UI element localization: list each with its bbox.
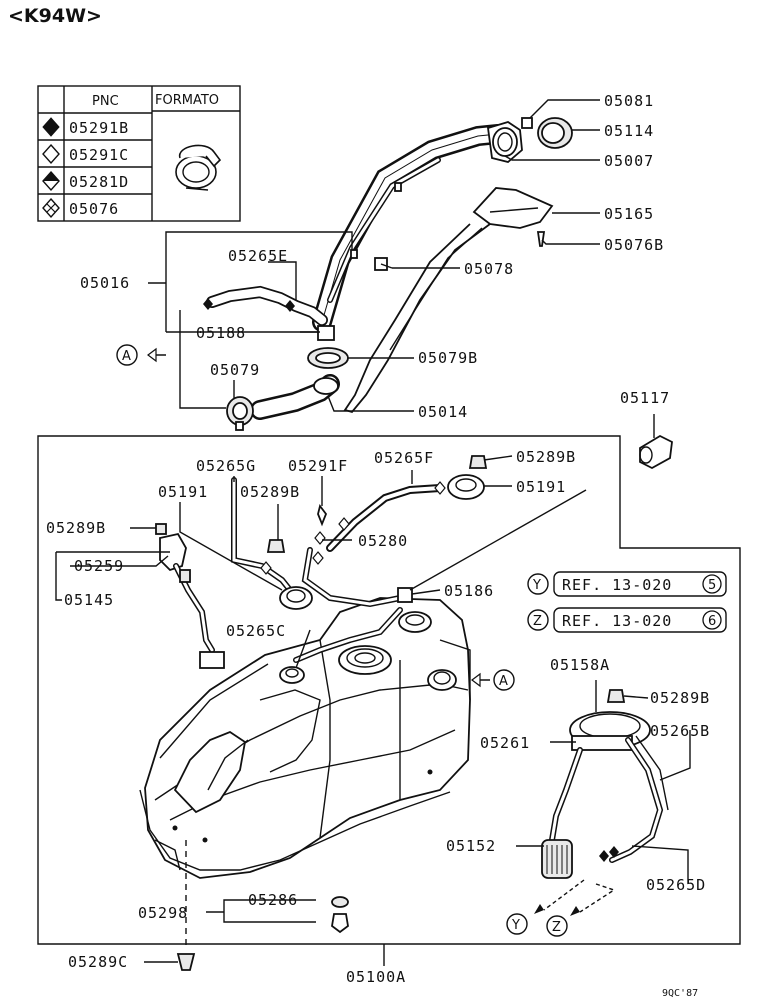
legend-col-format: FORMATO — [155, 93, 219, 108]
legend-table: PNC FORMATO 05291B 05291C 05281D 05076 — [37, 85, 241, 222]
label-05165: 05165 — [604, 205, 654, 223]
legend-row-4-pnc: 05076 — [69, 200, 119, 218]
label-05265F: 05265F — [374, 449, 434, 467]
label-05114: 05114 — [604, 122, 654, 140]
fuel-pump-assembly — [534, 689, 669, 916]
label-05289C: 05289C — [68, 953, 128, 971]
fuel-tank — [139, 597, 471, 879]
label-05280: 05280 — [358, 532, 408, 550]
legend-row-1-pnc: 05291B — [69, 119, 129, 137]
svg-text:A: A — [499, 674, 508, 689]
label-05289B-top: 05289B — [516, 448, 576, 466]
svg-text:Z: Z — [552, 920, 561, 935]
label-05191-right: 05191 — [516, 478, 566, 496]
fuel-gauge-unit — [155, 523, 225, 669]
legend-col-pnc: PNC — [92, 94, 119, 109]
label-05191-left: 05191 — [158, 483, 208, 501]
label-05261: 05261 — [480, 734, 530, 752]
label-05079: 05079 — [210, 361, 260, 379]
label-05014: 05014 — [418, 403, 468, 421]
label-05078: 05078 — [464, 260, 514, 278]
label-05286: 05286 — [248, 891, 298, 909]
hose-clamp-illustration — [175, 144, 222, 191]
marker-a-top: A — [116, 344, 138, 366]
label-05265C: 05265C — [226, 622, 286, 640]
label-05188: 05188 — [196, 324, 246, 342]
svg-text:5: 5 — [708, 578, 716, 593]
legend-row-3-pnc: 05281D — [69, 173, 129, 191]
label-05289B-right: 05289B — [650, 689, 710, 707]
label-05145: 05145 — [64, 591, 114, 609]
model-code: <K94W> — [8, 5, 102, 27]
bracket-05016 — [165, 231, 353, 332]
filler-neck-assembly — [203, 117, 573, 431]
svg-text:Z: Z — [533, 614, 542, 629]
label-05152: 05152 — [446, 837, 496, 855]
filled-diamond-icon — [42, 117, 60, 137]
label-05007: 05007 — [604, 152, 654, 170]
fasteners — [176, 840, 349, 971]
reference-z[interactable]: Z REF. 13-020 6 — [527, 607, 727, 633]
legend-row-2-pnc: 05291C — [69, 146, 129, 164]
marker-y: Y — [506, 913, 528, 935]
label-05259: 05259 — [74, 557, 124, 575]
label-05289B-mid: 05289B — [240, 483, 300, 501]
leader-lines — [55, 99, 691, 966]
footer-code: 9QC'87 — [662, 988, 698, 999]
label-05265E: 05265E — [228, 247, 288, 265]
label-05117: 05117 — [620, 389, 670, 407]
label-05289B-left: 05289B — [46, 519, 106, 537]
vapor-lines — [231, 434, 673, 610]
label-05016: 05016 — [80, 274, 130, 292]
svg-text:REF. 13-020: REF. 13-020 — [562, 576, 672, 594]
svg-text:Y: Y — [532, 578, 541, 593]
tank-frame — [37, 435, 741, 945]
label-05186: 05186 — [444, 582, 494, 600]
svg-text:6: 6 — [708, 614, 716, 629]
svg-text:A: A — [122, 349, 131, 364]
label-05079B: 05079B — [418, 349, 478, 367]
marker-z: Z — [546, 915, 568, 937]
label-05100A: 05100A — [346, 968, 406, 986]
label-05081: 05081 — [604, 92, 654, 110]
label-05076B: 05076B — [604, 236, 664, 254]
svg-text:Y: Y — [511, 918, 520, 933]
label-05265B: 05265B — [650, 722, 710, 740]
label-05265G: 05265G — [196, 457, 256, 475]
svg-text:REF. 13-020: REF. 13-020 — [562, 612, 672, 630]
label-05298: 05298 — [138, 904, 188, 922]
outline-diamond-icon — [42, 143, 60, 165]
marker-a-tank: A — [493, 669, 515, 691]
reference-y[interactable]: Y REF. 13-020 5 — [527, 571, 727, 597]
callout-labels: 05081 05114 05007 05165 05076B 05078 052… — [46, 92, 710, 986]
label-05158A: 05158A — [550, 656, 610, 674]
half-filled-diamond-icon — [42, 170, 60, 192]
label-05291F: 05291F — [288, 457, 348, 475]
crossed-diamond-icon — [42, 197, 60, 219]
label-05265D: 05265D — [646, 876, 706, 894]
